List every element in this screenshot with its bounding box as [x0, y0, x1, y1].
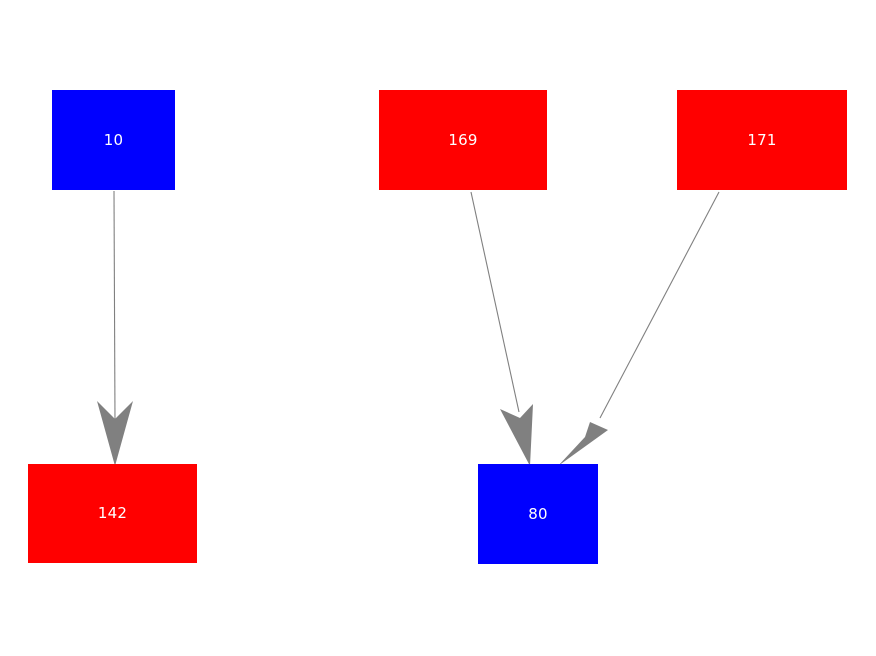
node-label: 142: [97, 504, 128, 522]
edge-10-to-142[interactable]: [97, 190, 133, 466]
edge-line: [113, 190, 116, 423]
edge-171-to-80[interactable]: [558, 191, 720, 466]
edge-line: [470, 191, 520, 413]
node-10[interactable]: 10: [52, 90, 175, 190]
arrowhead-icon: [500, 404, 533, 466]
node-142[interactable]: 142: [28, 464, 197, 563]
node-label: 10: [103, 130, 124, 149]
node-label: 169: [448, 130, 478, 149]
node-label: 80: [528, 504, 548, 523]
node-171[interactable]: 171: [677, 90, 847, 190]
node-label: 171: [747, 130, 777, 149]
edge-line: [599, 191, 720, 419]
arrowhead-icon: [97, 401, 133, 466]
edge-169-to-80[interactable]: [470, 191, 533, 466]
node-169[interactable]: 169: [379, 90, 547, 190]
arrowhead-icon: [558, 422, 608, 466]
node-80[interactable]: 80: [478, 464, 598, 564]
